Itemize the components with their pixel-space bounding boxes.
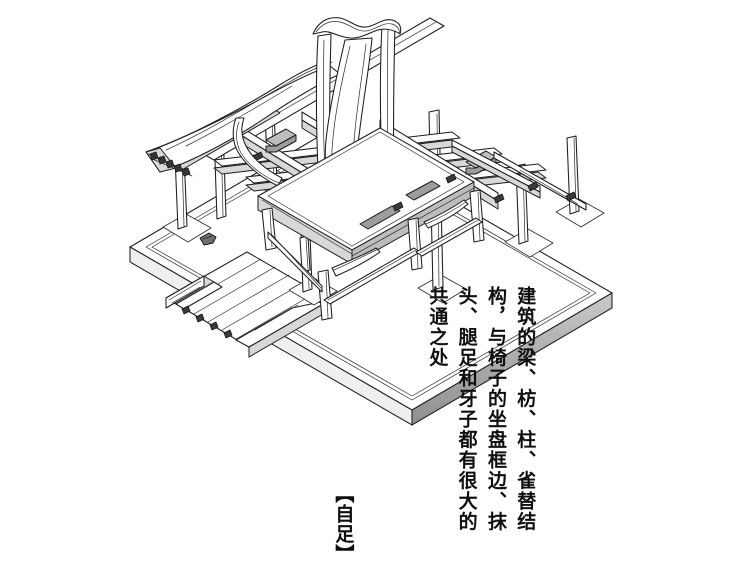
- sigil-label: 【自足】: [332, 484, 355, 564]
- caption-column-3: 头、腿足和牙子都有很大的: [455, 286, 478, 532]
- armchair-crest-rail: [312, 17, 402, 39]
- caption-block: 建筑的梁、枋、柱、雀替结 构，与椅子的坐盘框边、抹 头、腿足和牙子都有很大的 共…: [420, 286, 537, 532]
- debris-object: [199, 232, 217, 246]
- armchair: [232, 17, 485, 321]
- armchair-stretchers: [267, 217, 483, 305]
- apron-spandrels: [331, 199, 469, 277]
- caption-column-4: 共通之处: [426, 286, 449, 368]
- rafter-ends: [147, 151, 193, 177]
- caption-column-2: 构，与椅子的坐盘框边、抹: [484, 286, 507, 532]
- rear-framing-detail: [451, 139, 587, 211]
- caption-column-1: 建筑的梁、枋、柱、雀替结: [514, 286, 537, 532]
